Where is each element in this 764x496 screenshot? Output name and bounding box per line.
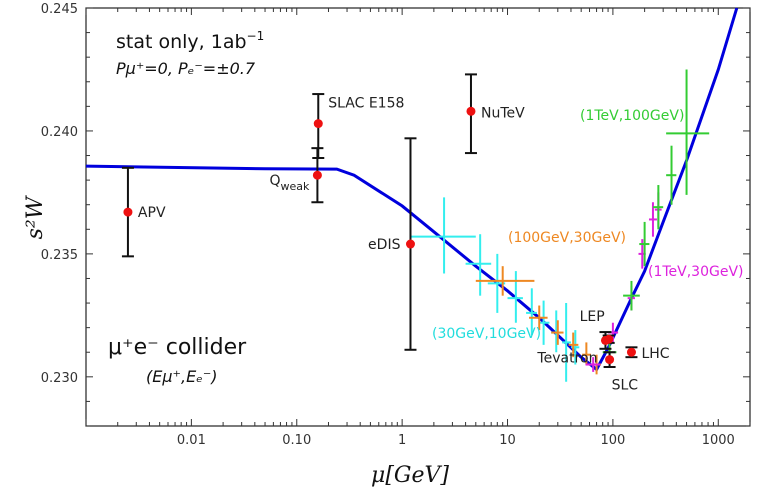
x-tick-label: 100 — [600, 433, 625, 448]
data-point — [466, 106, 476, 116]
plot-frame — [85, 7, 751, 427]
x-axis-title: μ[GeV] — [371, 463, 449, 488]
y-tick-label: 0.245 — [41, 2, 78, 17]
data-point — [626, 347, 636, 357]
y-axis-title: s²W — [23, 194, 48, 239]
collider-subtitle: (Eμ⁺,Eₑ⁻) — [146, 367, 218, 386]
x-tick-label: 0.01 — [177, 433, 206, 448]
measurement-label: SLAC E158 — [328, 96, 404, 112]
measurement-label: LHC — [641, 346, 669, 362]
y-tick-label: 0.230 — [41, 371, 78, 386]
stat-only-annotation: stat only, 1ab−1 — [116, 29, 264, 53]
label-100gev-30gev: (100GeV,30GeV) — [508, 230, 626, 246]
x-tick-label: 1 — [398, 433, 406, 448]
y-tick-label: 0.240 — [41, 125, 78, 140]
data-point — [600, 335, 610, 345]
label-1tev-100gev: (1TeV,100GeV) — [580, 108, 684, 124]
data-point — [312, 170, 322, 180]
data-point — [313, 119, 323, 129]
x-tick-label: 1000 — [702, 433, 735, 448]
projection-markers — [410, 69, 710, 382]
measurement-label: Tevatron — [536, 350, 597, 366]
collider-title: μ⁺e⁻ collider — [108, 335, 247, 360]
measurement-label: NuTeV — [481, 105, 525, 121]
theory-curve — [85, 7, 739, 372]
data-point — [123, 207, 133, 217]
measurement-label: SLC — [612, 378, 639, 394]
measurement-label-sub: weak — [281, 180, 311, 193]
axis-ticks: 0.01 0.10 1 10 100 1000 0.230 0.235 0.240 0.245 — [41, 2, 751, 448]
theory-curve-group — [85, 7, 739, 372]
measurement-label: Qweak — [269, 173, 310, 193]
data-point — [405, 239, 415, 249]
x-tick-label: 10 — [499, 433, 516, 448]
polarization-annotation: Pμ⁺=0, Pₑ⁻=±0.7 — [116, 59, 256, 78]
x-tick-label: 0.10 — [282, 433, 311, 448]
measurement-label: LEP — [580, 309, 605, 325]
measurement-label: eDIS — [368, 237, 401, 253]
y-tick-label: 0.235 — [41, 248, 78, 263]
label-1tev-30gev: (1TeV,30GeV) — [648, 264, 744, 280]
measurement-label: APV — [138, 205, 166, 221]
data-point — [605, 355, 615, 365]
label-30gev-10gev: (30GeV,10GeV) — [432, 326, 541, 342]
